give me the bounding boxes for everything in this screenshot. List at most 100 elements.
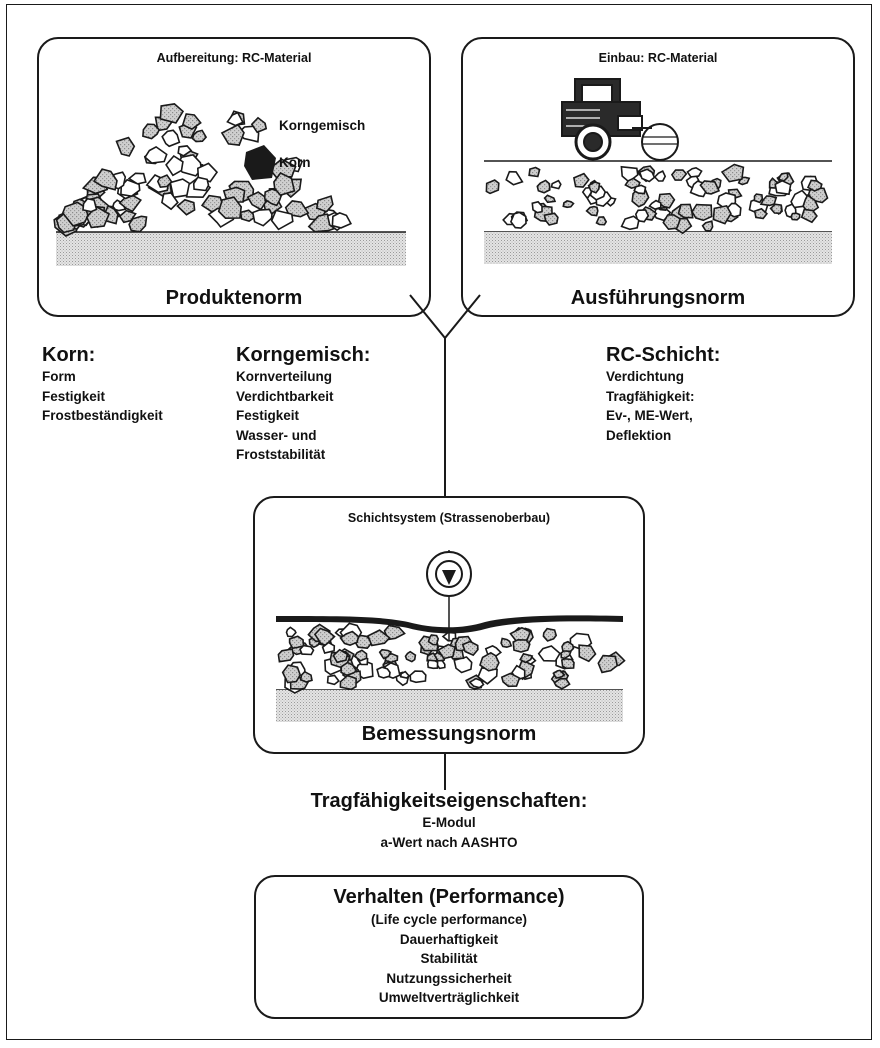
aggregate-stone <box>161 129 181 148</box>
aggregate-stone <box>191 129 208 143</box>
aggregate-stone <box>468 677 485 689</box>
korn-section: Korn: Form Festigkeit Frostbeständigkeit <box>42 344 163 426</box>
aggregate-stone <box>777 172 789 182</box>
verhalten-heading: Verhalten (Performance) <box>333 886 565 908</box>
aggregate-stone <box>500 672 521 688</box>
aggregate-stone <box>285 626 297 638</box>
verhalten-item: Dauerhaftigkeit <box>399 931 499 947</box>
aggregate-stone <box>268 158 297 179</box>
rc-schicht-item: Deflektion <box>606 427 672 443</box>
aggregate-stone <box>192 176 210 192</box>
aggregate-stone <box>686 166 703 178</box>
aggregate-stone <box>176 198 196 216</box>
aggregate-stone <box>115 136 136 157</box>
aggregate-stone <box>426 659 439 670</box>
aggregate-stone <box>500 637 513 649</box>
aggregate-stone <box>118 209 137 224</box>
aggregate-stone <box>331 212 353 229</box>
aggregate-stone <box>226 111 245 127</box>
box-verhalten <box>254 875 644 1019</box>
aggregate-stone <box>537 645 561 662</box>
aufbereitung-title: Aufbereitung: RC-Material <box>156 51 312 65</box>
aggregate-stone <box>578 644 597 663</box>
verhalten-item: Nutzungssicherheit <box>386 970 512 986</box>
aggregate-stone <box>485 179 500 195</box>
box-schichtsystem <box>253 496 645 754</box>
aggregate-stone <box>461 640 479 657</box>
verhalten-item: Stabilität <box>420 951 478 966</box>
aggregate-stone <box>321 641 336 654</box>
rc-schicht-heading: RC-Schicht: <box>606 344 721 366</box>
aggregate-stone <box>800 208 818 224</box>
aggregate-stone <box>536 179 551 194</box>
aggregate-stone <box>585 205 599 217</box>
einbau-illustration <box>484 78 832 264</box>
aggregate-stone <box>378 648 393 660</box>
aggregate-stone <box>127 172 147 185</box>
aggregate-stone <box>701 220 714 232</box>
rc-schicht-section: RC-Schicht: Verdichtung Tragfähigkeit: E… <box>606 344 720 445</box>
aggregate-stone <box>528 166 541 178</box>
aggregate-stone <box>404 650 417 663</box>
produktenorm-label: Produktenorm <box>165 287 303 309</box>
page-frame <box>6 4 872 1040</box>
aggregate-stone <box>552 669 566 680</box>
aggregate-stone <box>246 191 267 211</box>
korn-item: Form <box>42 369 76 384</box>
korngemisch-item: Wasser- und <box>236 427 317 443</box>
tragfaehigkeit-item: a-Wert nach AASHTO <box>380 834 518 850</box>
aggregate-stone <box>712 205 732 225</box>
aggregate-stone <box>437 643 456 660</box>
rc-schicht-item: Tragfähigkeit: <box>606 388 695 404</box>
aggregate-stone <box>633 184 647 195</box>
aggregate-stone <box>790 212 801 221</box>
aggregate-stone <box>120 178 141 198</box>
aggregate-stone <box>251 208 273 227</box>
aggregate-stone <box>299 644 315 656</box>
aggregate-stone <box>677 203 694 219</box>
aggregate-stone <box>159 103 185 124</box>
subgrade-layer <box>484 232 832 264</box>
aggregate-stone <box>453 656 473 674</box>
korn-grain <box>244 145 276 180</box>
base-layer-stones <box>277 622 626 694</box>
aggregate-stone <box>92 168 118 191</box>
aggregate-stone <box>273 171 296 197</box>
asphalt-surface <box>276 615 623 634</box>
aggregate-stone <box>427 634 440 646</box>
aggregate-stone <box>142 123 161 140</box>
aggregate-stone <box>277 648 295 663</box>
einbau-title: Einbau: RC-Material <box>598 51 718 65</box>
korngemisch-item: Froststabilität <box>236 447 326 462</box>
aggregate-stone <box>543 194 557 204</box>
aggregate-stone <box>595 216 608 226</box>
rc-schicht-item: Ev-, ME-Wert, <box>606 408 693 423</box>
aggregate-stone <box>144 145 168 164</box>
aggregate-stone <box>753 207 768 220</box>
aggregate-stone <box>156 174 173 189</box>
korngemisch-heading: Korngemisch: <box>236 344 371 366</box>
aggregate-stone <box>339 630 360 646</box>
aggregate-stone <box>479 651 500 672</box>
aggregate-stone <box>587 181 601 194</box>
aggregate-stone <box>409 670 427 684</box>
roller-compactor-icon <box>561 78 679 161</box>
aggregate-stone <box>542 627 558 642</box>
aggregate-stone <box>519 652 534 664</box>
aggregate-heap-stones <box>53 103 353 237</box>
korn-item: Frostbeständigkeit <box>42 408 163 423</box>
verhalten-item: (Life cycle performance) <box>370 912 528 927</box>
aggregate-stone <box>759 195 778 207</box>
aggregate-stone <box>217 196 243 220</box>
aggregate-stone <box>560 657 575 670</box>
korngemisch-callout: Korngemisch <box>279 118 366 133</box>
aggregate-stone <box>82 197 98 213</box>
aggregate-stone <box>236 125 260 143</box>
aggregate-stone <box>806 179 823 192</box>
aggregate-stone <box>326 674 340 686</box>
aggregate-stone <box>553 677 571 690</box>
tragfaehigkeit-heading: Tragfähigkeitseigenschaften: <box>310 790 588 812</box>
load-arrow-icon <box>442 570 456 585</box>
